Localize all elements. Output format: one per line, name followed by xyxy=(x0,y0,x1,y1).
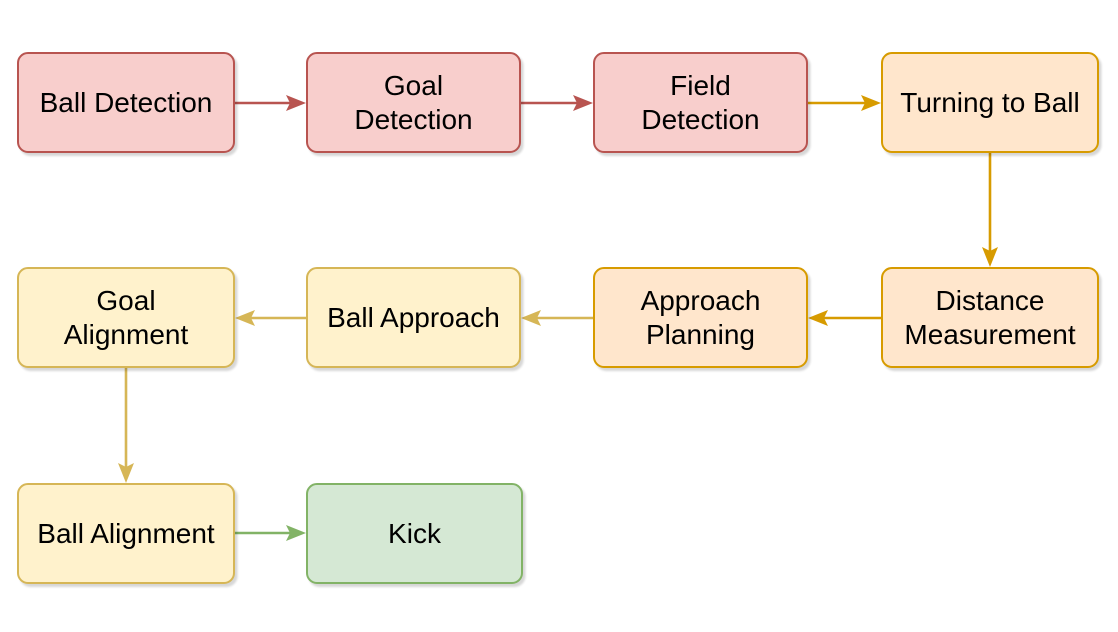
arrow-goal-alignment-to-ball-alignment xyxy=(118,368,134,483)
arrow-turning-to-ball-to-distance-measurement xyxy=(982,153,998,267)
node-goal-alignment: Goal Alignment xyxy=(17,267,235,368)
node-ball-alignment: Ball Alignment xyxy=(17,483,235,584)
node-approach-planning: Approach Planning xyxy=(593,267,808,368)
arrow-approach-planning-to-ball-approach xyxy=(521,310,593,326)
node-label: Turning to Ball xyxy=(900,86,1080,118)
node-ball-detection: Ball Detection xyxy=(17,52,235,153)
node-label: Approach Planning xyxy=(640,284,761,350)
node-label: Ball Detection xyxy=(39,86,213,118)
node-distance-measurement: Distance Measurement xyxy=(881,267,1099,368)
node-label: Field Detection xyxy=(641,69,760,135)
node-ball-approach: Ball Approach xyxy=(306,267,521,368)
arrow-field-detection-to-turning-to-ball xyxy=(808,95,881,111)
arrow-ball-alignment-to-kick xyxy=(235,525,306,541)
node-goal-detection: Goal Detection xyxy=(306,52,521,153)
node-label: Ball Alignment xyxy=(37,517,215,549)
node-turning-to-ball: Turning to Ball xyxy=(881,52,1099,153)
node-label: Ball Approach xyxy=(327,301,500,333)
arrow-goal-detection-to-field-detection xyxy=(521,95,593,111)
node-field-detection: Field Detection xyxy=(593,52,808,153)
arrow-ball-approach-to-goal-alignment xyxy=(235,310,306,326)
node-label: Goal Detection xyxy=(354,69,473,135)
arrow-distance-measurement-to-approach-planning xyxy=(808,310,881,326)
node-kick: Kick xyxy=(306,483,523,584)
arrow-ball-detection-to-goal-detection xyxy=(235,95,306,111)
node-label: Kick xyxy=(388,517,441,549)
node-label: Goal Alignment xyxy=(63,284,189,350)
node-label: Distance Measurement xyxy=(904,284,1076,350)
